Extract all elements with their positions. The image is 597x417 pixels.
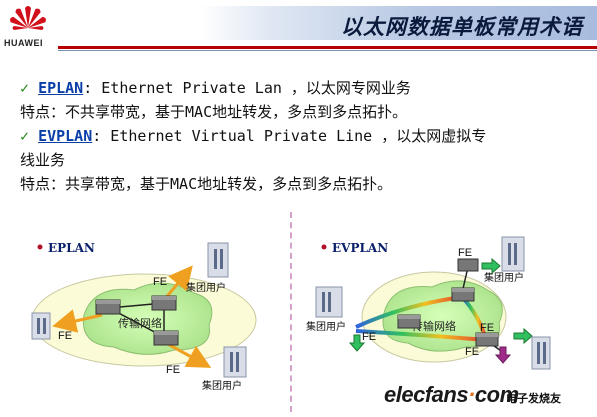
fe-label: FE bbox=[465, 346, 479, 358]
group-user-label: 集团用户 bbox=[202, 379, 242, 392]
term-evplan-definition: : Ethernet Virtual Private Line ，以太网虚拟专 bbox=[92, 127, 487, 145]
evplan-label: EVPLAN bbox=[332, 241, 388, 255]
huawei-logo-icon bbox=[10, 6, 46, 30]
check-icon: ✓ bbox=[20, 79, 30, 97]
header-divider bbox=[58, 46, 597, 49]
virtual-line bbox=[355, 295, 463, 329]
fe-label: FE bbox=[153, 276, 167, 288]
feature-eplan: 特点：不共享带宽，基于MAC地址转发，多点到多点拓扑。 bbox=[20, 103, 408, 121]
building-icon bbox=[315, 286, 343, 318]
building-icon bbox=[501, 236, 525, 272]
term-eplan-definition: : Ethernet Private Lan ，以太网专网业务 bbox=[83, 79, 411, 97]
network-node bbox=[153, 330, 179, 346]
eplan-label: EPLAN bbox=[48, 241, 95, 255]
arrow-icon bbox=[348, 334, 366, 352]
building-icon bbox=[207, 242, 229, 278]
watermark-logo: elecfans·com bbox=[384, 382, 519, 407]
watermark-cn: 电子发烧友 bbox=[506, 392, 561, 405]
header-divider-secondary bbox=[58, 50, 597, 51]
group-user-label: 集团用户 bbox=[484, 271, 524, 284]
fe-label: FE bbox=[58, 330, 72, 342]
term-evplan-definition-cont: 线业务 bbox=[20, 151, 66, 169]
arrow-icon bbox=[494, 346, 512, 364]
evplan-diagram: EVPLAN 传输网络 FE FE FE FE 集团用户 集团用户 bbox=[306, 236, 551, 370]
fe-label: FE bbox=[166, 364, 180, 376]
virtual-line bbox=[355, 329, 487, 342]
network-node bbox=[475, 332, 499, 347]
check-icon: ✓ bbox=[20, 127, 30, 145]
feature-evplan: 特点：共享带宽，基于MAC地址转发，多点到多点拓扑。 bbox=[20, 175, 393, 193]
building-icon bbox=[223, 346, 247, 378]
network-node bbox=[457, 258, 479, 272]
term-evplan: EVPLAN bbox=[38, 127, 93, 145]
eplan-diagram: EPLAN 传输网络 FE FE FE 集团用户 集团用户 bbox=[31, 241, 257, 392]
item-evplan: ✓ EVPLAN: Ethernet Virtual Private Line … bbox=[20, 124, 580, 148]
network-node bbox=[95, 299, 121, 315]
logo-text: HUAWEI bbox=[4, 38, 43, 48]
network-node bbox=[151, 295, 177, 311]
network-node bbox=[397, 314, 421, 329]
network-node bbox=[451, 287, 475, 302]
eplan-network-label: 传输网络 bbox=[118, 316, 162, 330]
page-title: 以太网数据单板常用术语 bbox=[341, 14, 583, 39]
building-icon bbox=[31, 312, 51, 340]
group-user-label: 集团用户 bbox=[186, 281, 226, 294]
group-user-label: 集团用户 bbox=[306, 320, 346, 333]
arrow-icon bbox=[481, 257, 501, 275]
building-icon bbox=[531, 336, 551, 370]
term-eplan: EPLAN bbox=[38, 79, 84, 97]
evplan-network-label: 传输网络 bbox=[412, 319, 456, 333]
fe-label: FE bbox=[480, 322, 494, 334]
fe-label: FE bbox=[458, 247, 472, 259]
arrow-icon bbox=[513, 327, 533, 345]
title-bar: 以太网数据单板常用术语 bbox=[200, 6, 597, 40]
diagram-divider bbox=[290, 212, 292, 412]
fe-label: FE bbox=[362, 331, 376, 343]
terms-list: ✓ EPLAN: Ethernet Private Lan ，以太网专网业务 特… bbox=[20, 76, 580, 196]
item-eplan: ✓ EPLAN: Ethernet Private Lan ，以太网专网业务 bbox=[20, 76, 580, 100]
